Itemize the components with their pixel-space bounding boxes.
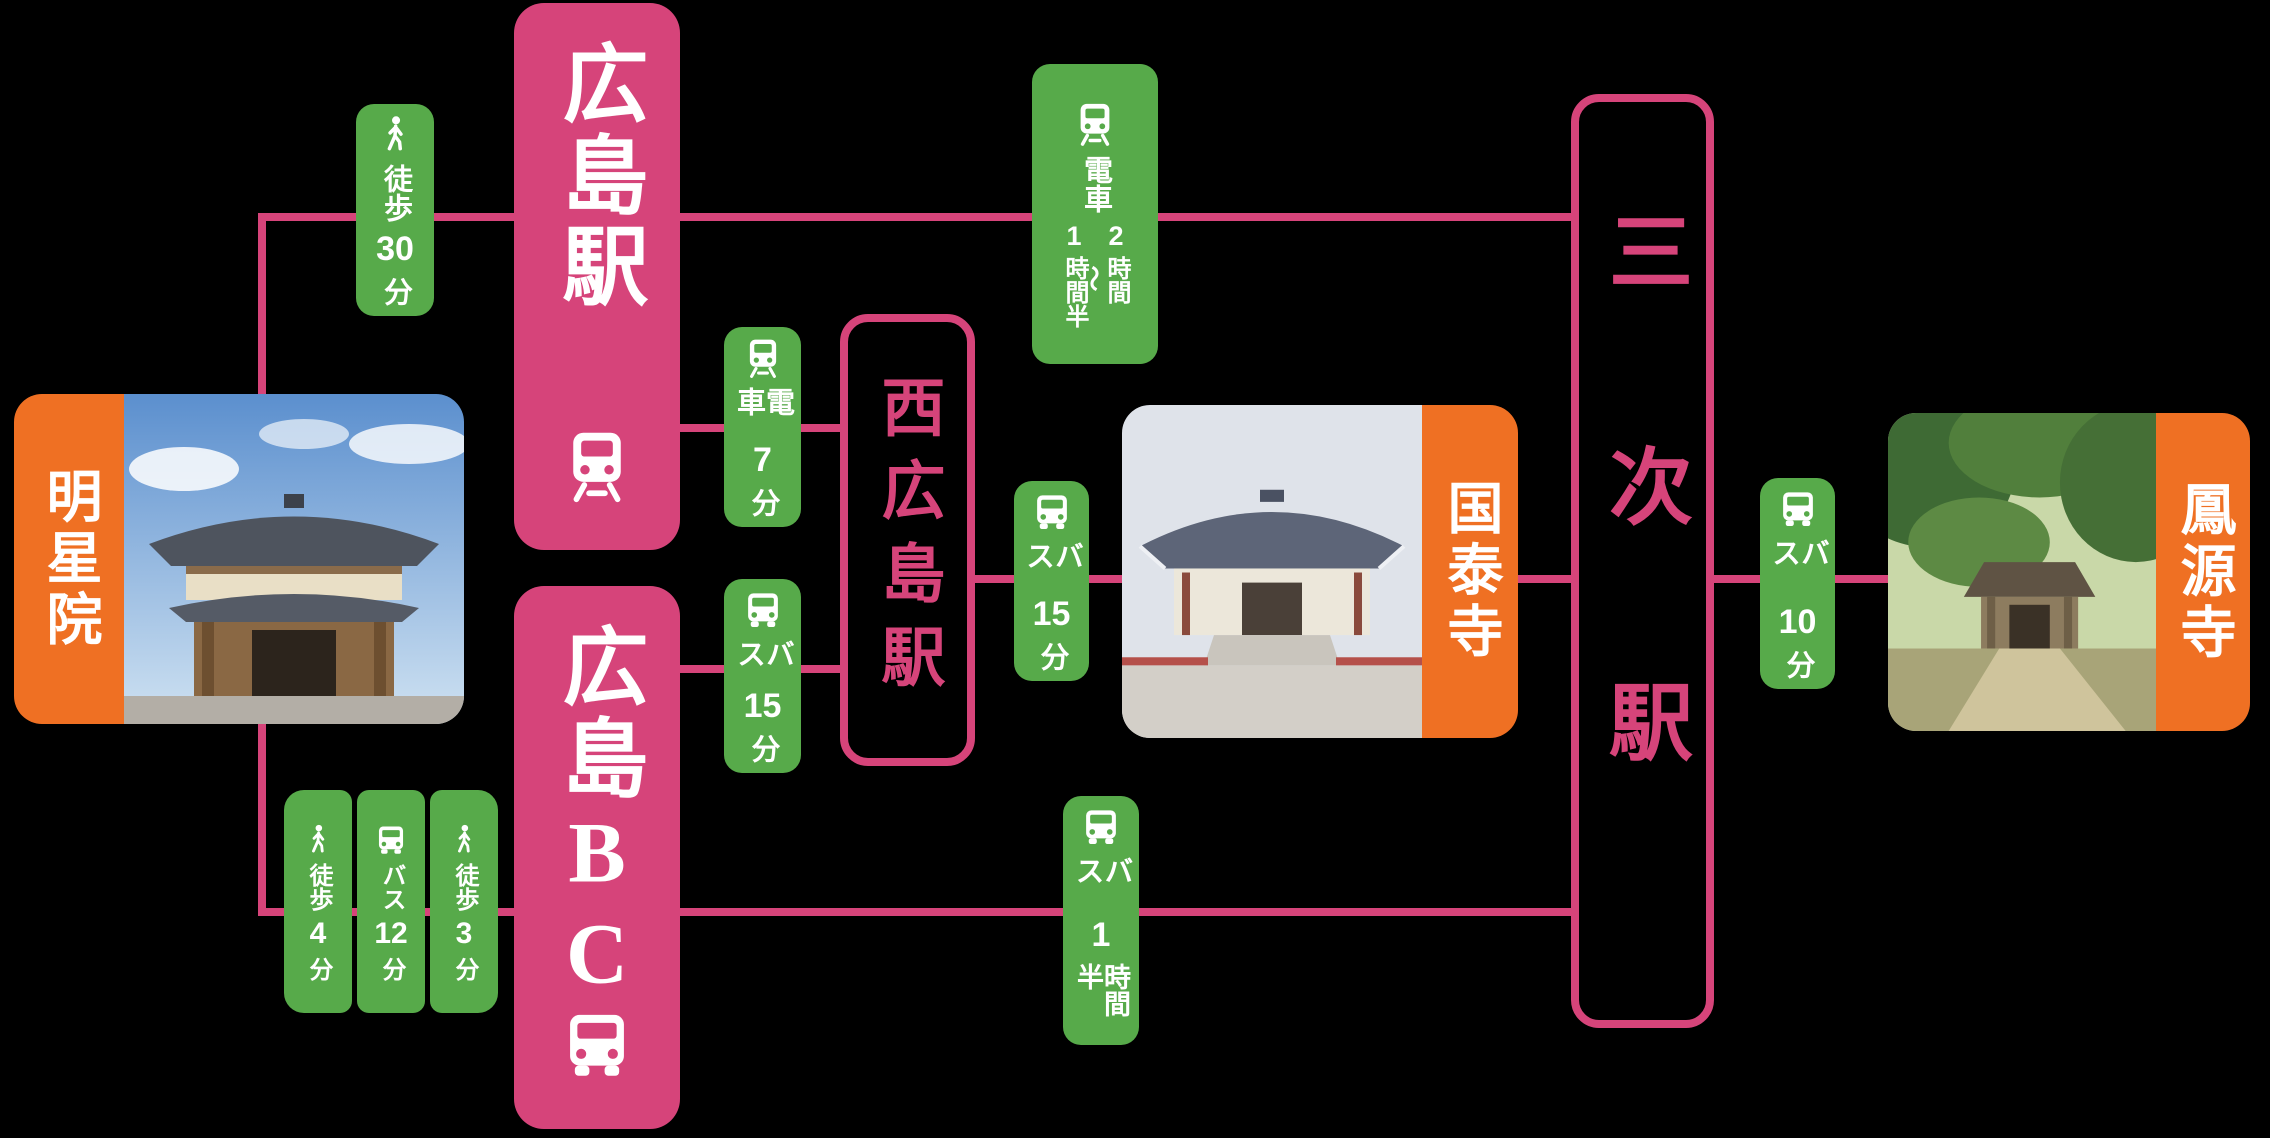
duration-value: 1 xyxy=(1091,915,1111,954)
nishi-hiroshima-station-box: 西広島駅 xyxy=(840,314,975,766)
combo-segment-walk-3: 徒歩 3 分 xyxy=(430,790,498,1013)
bus-icon xyxy=(374,823,408,857)
duration-min: 1 時間半 xyxy=(1061,220,1088,328)
hogenji-temple-card: 鳳源寺 xyxy=(1888,413,2250,731)
duration-value: 12 xyxy=(374,916,408,950)
kokutaiji-temple-card: 国泰寺 xyxy=(1122,405,1518,738)
route-badge-bus-15-west: バス 15 分 xyxy=(724,579,801,773)
hogenji-photo-illustration xyxy=(1888,413,2156,731)
hogenji-label: 鳳源寺 xyxy=(2156,413,2250,731)
myojoin-temple-card: 明星院 xyxy=(14,394,464,724)
duration-min-unit: 時間半 xyxy=(1061,255,1088,328)
hogenji-name: 鳳源寺 xyxy=(2172,479,2234,665)
transport-mode-label: バス xyxy=(1071,856,1132,885)
route-line-top xyxy=(258,213,1575,221)
bus-icon xyxy=(1031,491,1073,533)
transport-mode-label: バス xyxy=(732,639,794,668)
route-badge-bus-10: バス 10 分 xyxy=(1760,478,1835,689)
duration-unit: 時間半 xyxy=(1073,962,1130,1017)
range-tilde: 〜 xyxy=(1078,265,1109,292)
duration-value: 3 xyxy=(455,916,473,950)
transport-mode-label: 電車 xyxy=(1079,154,1112,213)
train-icon xyxy=(1072,101,1118,147)
kokutaiji-photo-illustration xyxy=(1122,405,1422,738)
bus-icon xyxy=(1080,806,1122,848)
combo-segment-bus-12: バス 12 分 xyxy=(357,790,425,1013)
duration-unit: 分 xyxy=(305,956,332,981)
duration-range: 1 時間半 〜 2 時間 xyxy=(1061,220,1130,328)
bus-icon xyxy=(1777,488,1819,530)
route-badge-walk-30: 徒歩 30 分 xyxy=(356,104,434,316)
transport-mode-label: バス xyxy=(1021,541,1083,570)
route-line-bottom xyxy=(258,908,1575,916)
transport-mode-label: バス xyxy=(1767,538,1829,567)
duration-min-value: 1 xyxy=(1066,220,1082,251)
transport-mode-label: 徒歩 xyxy=(379,164,412,222)
kokutaiji-label: 国泰寺 xyxy=(1422,405,1518,738)
nishi-hiroshima-station-name: 西広島駅 xyxy=(872,373,944,707)
duration-unit: 分 xyxy=(1036,642,1068,671)
duration-max-unit: 時間 xyxy=(1103,255,1130,304)
hiroshima-bc-box: 広島BC xyxy=(514,586,680,1129)
duration-value: 30 xyxy=(376,230,414,268)
duration-max-value: 2 xyxy=(1108,220,1124,251)
transport-mode-label: 徒歩 xyxy=(305,862,332,911)
myojoin-label: 明星院 xyxy=(14,394,124,724)
route-badge-train-range: 電車 1 時間半 〜 2 時間 xyxy=(1032,64,1158,364)
transport-mode-label: 電車 xyxy=(732,387,794,416)
duration-unit: 分 xyxy=(451,956,478,981)
kokutaiji-name: 国泰寺 xyxy=(1439,479,1501,664)
duration-unit: 分 xyxy=(747,488,779,517)
duration-value: 15 xyxy=(1032,595,1071,633)
kokutaiji-photo xyxy=(1122,405,1422,738)
bus-icon xyxy=(559,1007,635,1083)
hiroshima-bc-name: 広島BC xyxy=(549,622,645,1007)
route-badge-combo: 徒歩 4 分 バス 12 分 徒歩 3 分 xyxy=(284,790,498,1013)
hogenji-photo xyxy=(1888,413,2156,731)
hiroshima-station-box: 広島駅 xyxy=(514,3,680,550)
combo-segment-walk-4: 徒歩 4 分 xyxy=(284,790,352,1013)
duration-value: 7 xyxy=(753,441,772,479)
bus-icon xyxy=(742,589,784,631)
duration-value: 10 xyxy=(1778,603,1817,641)
walk-icon xyxy=(447,823,481,857)
miyoshi-station-box: 三次駅 xyxy=(1571,94,1714,1028)
duration-unit: 分 xyxy=(747,734,779,763)
duration-unit: 分 xyxy=(378,956,405,981)
miyoshi-station-name: 三次駅 xyxy=(1596,208,1690,914)
route-badge-train-7: 電車 7 分 xyxy=(724,327,801,527)
train-icon xyxy=(742,337,784,379)
transport-mode-label: バス xyxy=(378,862,405,911)
hiroshima-station-name: 広島駅 xyxy=(549,39,645,313)
duration-value: 15 xyxy=(743,687,782,725)
myojoin-photo xyxy=(124,394,464,724)
duration-max: 2 時間 xyxy=(1103,220,1130,304)
transport-mode-label: 徒歩 xyxy=(451,862,478,911)
myojoin-photo-illustration xyxy=(124,394,464,724)
walk-icon xyxy=(301,823,335,857)
duration-unit: 分 xyxy=(1782,650,1814,679)
duration-value: 4 xyxy=(309,916,327,950)
walk-icon xyxy=(374,114,416,156)
route-badge-bus-15-kokutaiji: バス 15 分 xyxy=(1014,481,1089,681)
train-icon xyxy=(559,428,635,504)
myojoin-name: 明星院 xyxy=(38,466,100,652)
route-badge-bus-90: バス 1 時間半 xyxy=(1063,796,1139,1045)
duration-unit: 分 xyxy=(379,277,412,306)
